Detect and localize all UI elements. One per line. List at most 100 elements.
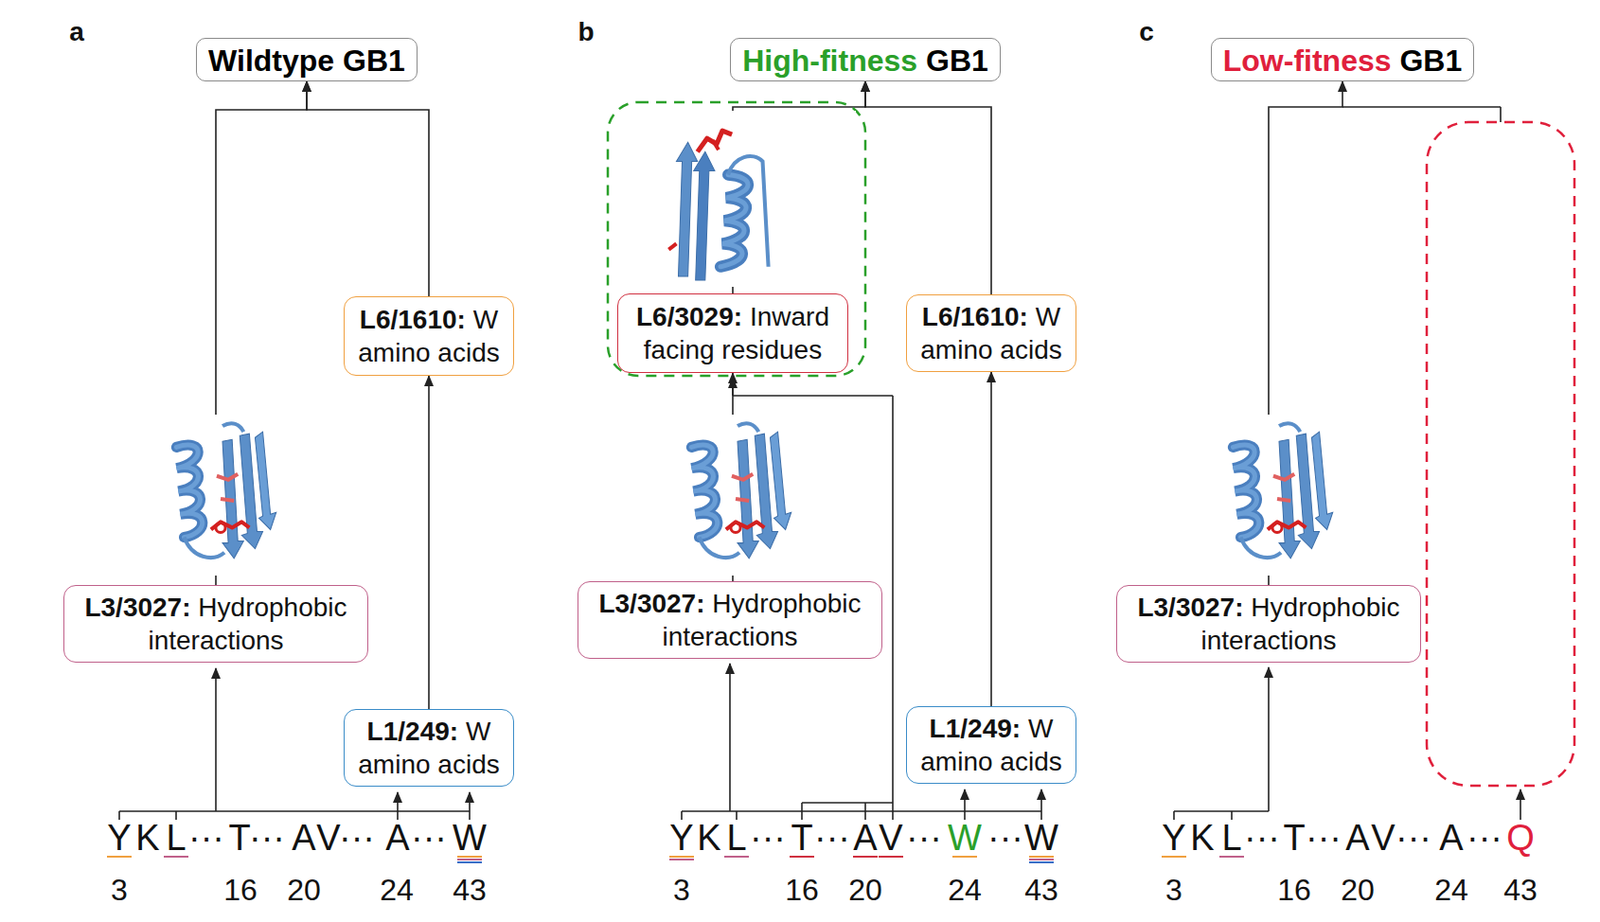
leader-line (963, 789, 966, 820)
leader-line (1040, 811, 1043, 820)
residue-number: 16 (784, 874, 819, 906)
leader-line (801, 801, 893, 804)
text-block: L1/249:W amino acids (916, 711, 1067, 779)
sequence-residue: A (853, 819, 877, 856)
panel-letter: a (69, 18, 85, 46)
missing-region (1426, 122, 1575, 786)
residue-underline (163, 855, 189, 858)
protein-structure (155, 414, 288, 576)
leader-line (1342, 106, 1501, 108)
text-block: L6/1610:W amino acids (354, 302, 504, 370)
text-block: L6/1610:W amino acids (916, 300, 1067, 367)
leader-line (468, 811, 471, 820)
sequence-residue: W (947, 819, 982, 856)
sequence-residue: A (291, 819, 316, 856)
sequence-residue: ··· (188, 819, 225, 856)
leader-line (800, 802, 803, 820)
leader-line (732, 394, 893, 397)
text-block: High-fitnessGB1 (742, 41, 989, 82)
residue-underline (669, 855, 694, 858)
selected-region (607, 102, 866, 376)
connector-arrow (427, 375, 430, 710)
residue-underline (1219, 855, 1245, 858)
leader-line (468, 792, 471, 812)
concept-box: L1/249:W amino acids (906, 706, 1077, 784)
protein-structure (670, 414, 803, 576)
node-heading: Wildtype (208, 43, 335, 78)
panel-letter: b (577, 18, 594, 46)
residue-underline (1029, 858, 1054, 861)
text-block: L3/3027:Hydrophobic interactions (1126, 590, 1411, 658)
leader-line (731, 377, 734, 396)
residue-underline (1029, 861, 1054, 864)
leader-line (175, 811, 178, 820)
sequence-residue: A (1345, 819, 1369, 856)
sequence-residue: K (1190, 819, 1214, 856)
sequence-residue: W (452, 819, 487, 856)
sequence-residue: A (1439, 819, 1463, 856)
node-body: GB1 (925, 43, 989, 78)
residue-number: 16 (1277, 874, 1312, 906)
concept-box: L6/3029:Inward facing residues (617, 293, 849, 374)
text-block: L6/3029:Inward facing residues (627, 300, 838, 367)
residue-underline (106, 855, 132, 858)
node-heading: Low-fitness (1223, 43, 1392, 78)
text-block: WildtypeGB1 (208, 41, 406, 82)
sequence-residue: W (1024, 819, 1059, 856)
residue-underline (724, 855, 749, 858)
sequence-residue: K (135, 819, 160, 856)
concept-box: L1/249:W amino acids (343, 709, 515, 787)
sequence-residue: K (696, 819, 721, 856)
leader-line (1499, 106, 1502, 123)
residue-number: 43 (1503, 874, 1538, 906)
leader-line (735, 811, 738, 820)
leader-line (1519, 789, 1522, 820)
leader-line (891, 802, 894, 820)
residue-number: 16 (223, 874, 258, 906)
residue-number: 3 (1165, 874, 1183, 906)
node-heading: L1/249: (367, 716, 460, 747)
sequence-residue: L (165, 819, 186, 856)
text-block: Low-fitnessGB1 (1223, 41, 1463, 82)
concept-box: L3/3027:Hydrophobic interactions (63, 585, 369, 663)
sequence-residue: Y (1161, 819, 1186, 856)
concept-box: L6/1610:W amino acids (343, 296, 515, 376)
connector-arrow (306, 81, 429, 297)
leader-line (680, 811, 683, 820)
node-heading: L3/3027: (1137, 592, 1244, 623)
leader-line (119, 810, 470, 813)
residue-number: 24 (947, 874, 982, 906)
title-box: Low-fitnessGB1 (1210, 37, 1476, 82)
residue-number: 20 (848, 874, 883, 906)
sequence-residue: T (1282, 819, 1305, 856)
sequence-residue: L (1221, 819, 1242, 856)
leader-line (864, 802, 867, 820)
residue-underline (1161, 855, 1187, 858)
concept-box: L3/3027:Hydrophobic interactions (577, 581, 883, 659)
residue-number: 20 (1340, 874, 1375, 906)
residue-underline (457, 855, 482, 858)
residue-underline (952, 855, 978, 858)
residue-underline (878, 855, 904, 858)
node-heading: L6/3029: (636, 302, 743, 332)
node-heading: L3/3027: (598, 588, 705, 619)
sequence-residue: ··· (1466, 819, 1503, 856)
node-body: GB1 (1399, 43, 1462, 78)
text-block: L1/249:W amino acids (354, 714, 504, 782)
sequence-residue: V (316, 819, 340, 856)
sequence-residue: V (878, 819, 903, 856)
text-block: L3/3027:Hydrophobic interactions (73, 590, 358, 658)
sequence-residue: L (726, 819, 747, 856)
residue-number: 20 (286, 874, 321, 906)
residue-underline (853, 855, 878, 858)
leader-line (396, 792, 399, 820)
protein-structure (617, 110, 856, 287)
sequence-residue: ··· (906, 819, 943, 856)
residue-underline (669, 858, 694, 861)
sequence-residue: ··· (1244, 819, 1280, 856)
residue-number: 43 (452, 874, 487, 906)
title-box: WildtypeGB1 (195, 37, 418, 82)
sequence-residue: ··· (248, 819, 285, 856)
sequence-residue: ··· (410, 819, 447, 856)
sequence-residue: A (385, 819, 409, 856)
